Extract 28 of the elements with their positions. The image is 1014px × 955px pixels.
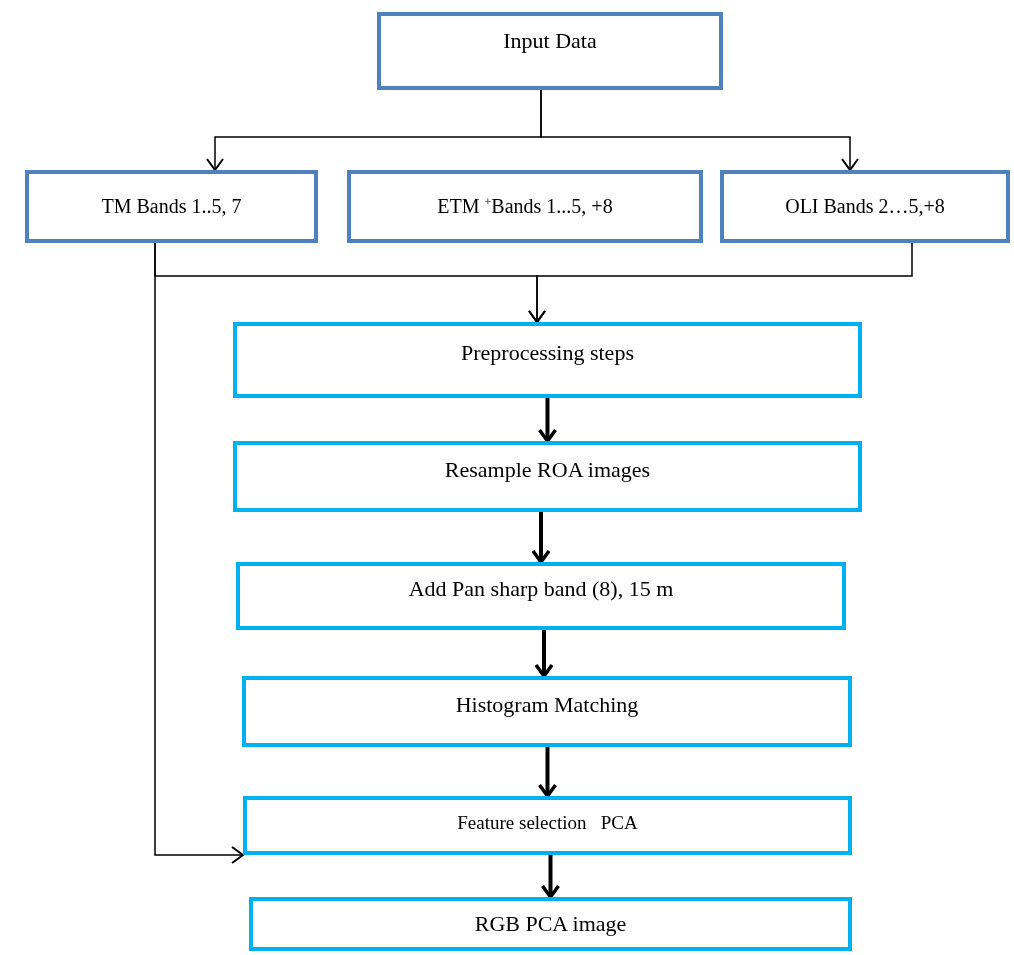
process-box	[233, 441, 862, 512]
arrow	[537, 398, 558, 443]
process-box	[347, 170, 703, 243]
process-box	[233, 322, 862, 398]
process-box	[25, 170, 318, 243]
arrow	[531, 512, 551, 564]
process-box	[249, 897, 852, 951]
arrow	[528, 242, 913, 323]
box-label: Resample ROA images	[444, 457, 651, 483]
box-label: OLI Bands 2…5,+8	[785, 195, 945, 218]
box-label: Preprocessing steps	[461, 340, 634, 366]
box-label: Histogram Matching	[455, 692, 639, 718]
arrow	[154, 242, 244, 864]
process-box	[236, 562, 846, 630]
box-label: RGB PCA image	[474, 911, 627, 937]
arrow	[540, 855, 561, 899]
arrow	[540, 89, 859, 171]
box-label: Feature selection PCA	[457, 812, 638, 834]
box-label: ETM $^{+}$Bands 1...5, +8	[437, 195, 613, 218]
box-label: Add Pan sharp band (8), 15 m	[408, 576, 674, 602]
arrow	[534, 630, 554, 678]
process-box	[377, 12, 723, 90]
process-box	[242, 676, 852, 747]
process-box	[720, 170, 1010, 243]
box-label: TM Bands 1..5, 7	[101, 195, 242, 218]
box-label: Input Data	[503, 28, 597, 54]
arrow	[537, 747, 558, 798]
process-box	[243, 796, 852, 855]
